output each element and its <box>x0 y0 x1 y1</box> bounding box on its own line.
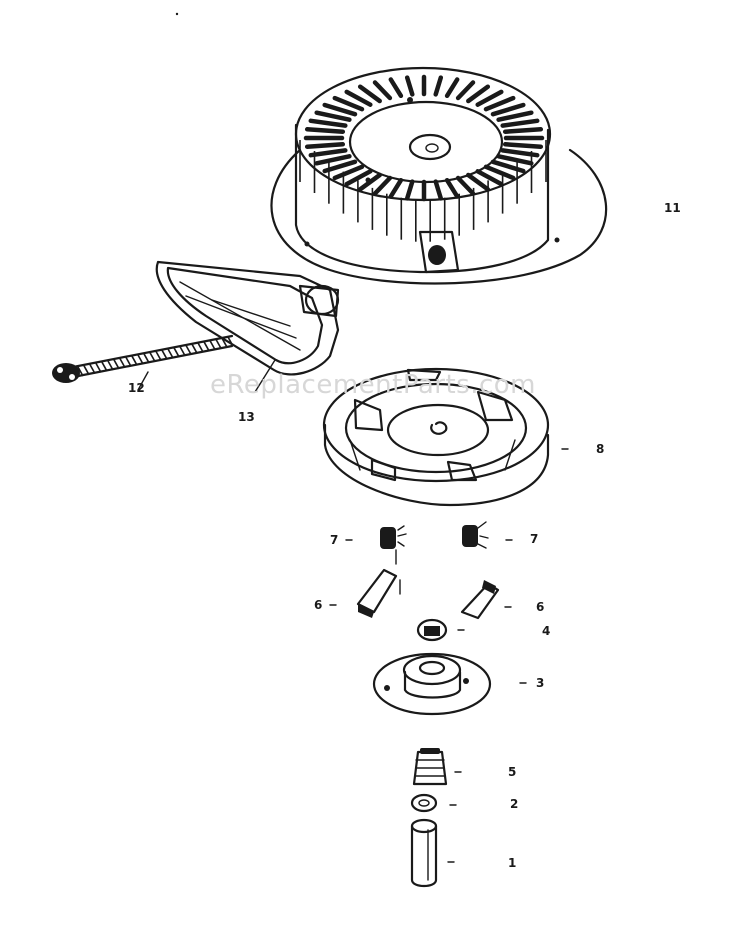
callout-leaders <box>175 12 569 863</box>
rope-twist <box>137 354 144 365</box>
rope-twist <box>191 343 198 354</box>
rope-twist <box>107 360 114 371</box>
vent-slot <box>500 118 540 128</box>
callout-6-left: 6 <box>314 598 323 612</box>
rope-twist <box>179 346 186 356</box>
vent-slot <box>496 154 534 166</box>
rope-twist <box>149 352 156 362</box>
vent-slot <box>332 164 365 181</box>
rope-twist <box>221 337 228 348</box>
vent-slot <box>388 77 404 99</box>
vent-slot <box>502 142 544 149</box>
rope-twist <box>143 353 150 364</box>
vent-slot <box>344 89 373 107</box>
vent-slot <box>444 177 460 199</box>
watermark-text: eReplacementParts.com <box>210 370 537 400</box>
shaft-pin-part <box>410 818 438 888</box>
callout-8: 8 <box>596 442 605 456</box>
vent-slot <box>490 159 526 174</box>
vent-slot <box>455 175 476 196</box>
callout-13: 13 <box>238 410 255 424</box>
vent-slot <box>483 164 516 181</box>
vent-slot <box>466 84 491 104</box>
callout-11: 11 <box>664 201 681 215</box>
starter-rope-part <box>52 334 234 391</box>
vent-slot <box>314 110 352 122</box>
coil-spring-part <box>412 748 448 786</box>
spring-left-part <box>380 525 407 565</box>
callout-1: 1 <box>508 856 517 870</box>
callout-5: 5 <box>508 765 517 779</box>
rope-twist <box>101 361 108 372</box>
vent-slot <box>304 142 346 149</box>
rope-twist <box>209 340 216 350</box>
vent-slot <box>308 118 348 128</box>
vent-slot <box>404 179 415 201</box>
starter-handle-part <box>155 260 340 393</box>
vent-slot <box>475 169 504 187</box>
vent-slot <box>502 127 544 134</box>
vent-slot <box>388 177 404 199</box>
vent-slot <box>475 89 504 107</box>
vent-slot <box>404 75 415 97</box>
rope-twist <box>89 364 96 374</box>
vent-slot <box>372 80 393 101</box>
rope-twist <box>83 365 90 376</box>
vent-slot <box>372 175 393 196</box>
callout-7-left: 7 <box>330 533 339 547</box>
vent-slot <box>490 102 526 117</box>
callout-2: 2 <box>510 797 519 811</box>
vent-slot <box>332 95 365 112</box>
vent-slot <box>496 110 534 122</box>
spring-right-part <box>462 521 489 549</box>
vent-slot <box>357 172 382 192</box>
callout-6-right: 6 <box>536 600 545 614</box>
rope-twist <box>227 336 234 347</box>
rope-twist <box>161 349 168 360</box>
vent-slot <box>483 95 516 112</box>
rope-twist <box>95 363 102 373</box>
vent-slot <box>308 148 348 158</box>
vent-slot <box>322 102 358 117</box>
vent-slot <box>433 75 444 97</box>
rope-twist <box>197 342 204 353</box>
rope-twists <box>77 336 234 377</box>
rope-twist <box>125 357 132 367</box>
vent-slot <box>304 127 346 134</box>
callout-12: 12 <box>128 381 145 395</box>
vent-slot <box>455 80 476 101</box>
vent-slot <box>444 77 460 99</box>
washer-part <box>410 793 438 813</box>
rope-twist <box>113 359 120 370</box>
rope-twist <box>131 355 138 366</box>
pawl-left-part <box>356 568 401 618</box>
callout-4: 4 <box>542 624 551 638</box>
rope-twist <box>173 347 180 358</box>
callout-3: 3 <box>536 676 545 690</box>
vent-slot <box>466 172 491 192</box>
retainer-part <box>372 652 492 716</box>
rope-twist <box>155 351 162 361</box>
rope-twist <box>185 345 192 355</box>
callout-7-right: 7 <box>530 532 539 546</box>
rope-twist <box>167 348 174 359</box>
housing-side-ribs <box>299 140 547 242</box>
vent-slot <box>314 154 352 166</box>
vent-slot <box>433 179 444 201</box>
housing-vent-slots <box>303 74 545 202</box>
starter-housing-part <box>270 66 608 285</box>
vent-slot <box>322 159 358 174</box>
rope-twist <box>215 339 222 349</box>
rope-twist <box>203 341 210 352</box>
vent-slot <box>357 84 382 104</box>
retainer-screw-part <box>416 618 448 642</box>
rope-twist <box>77 366 84 377</box>
rope-twist <box>119 358 126 368</box>
pulley-part <box>322 367 550 507</box>
vent-slot <box>344 169 373 187</box>
pawl-right-part <box>460 580 500 620</box>
